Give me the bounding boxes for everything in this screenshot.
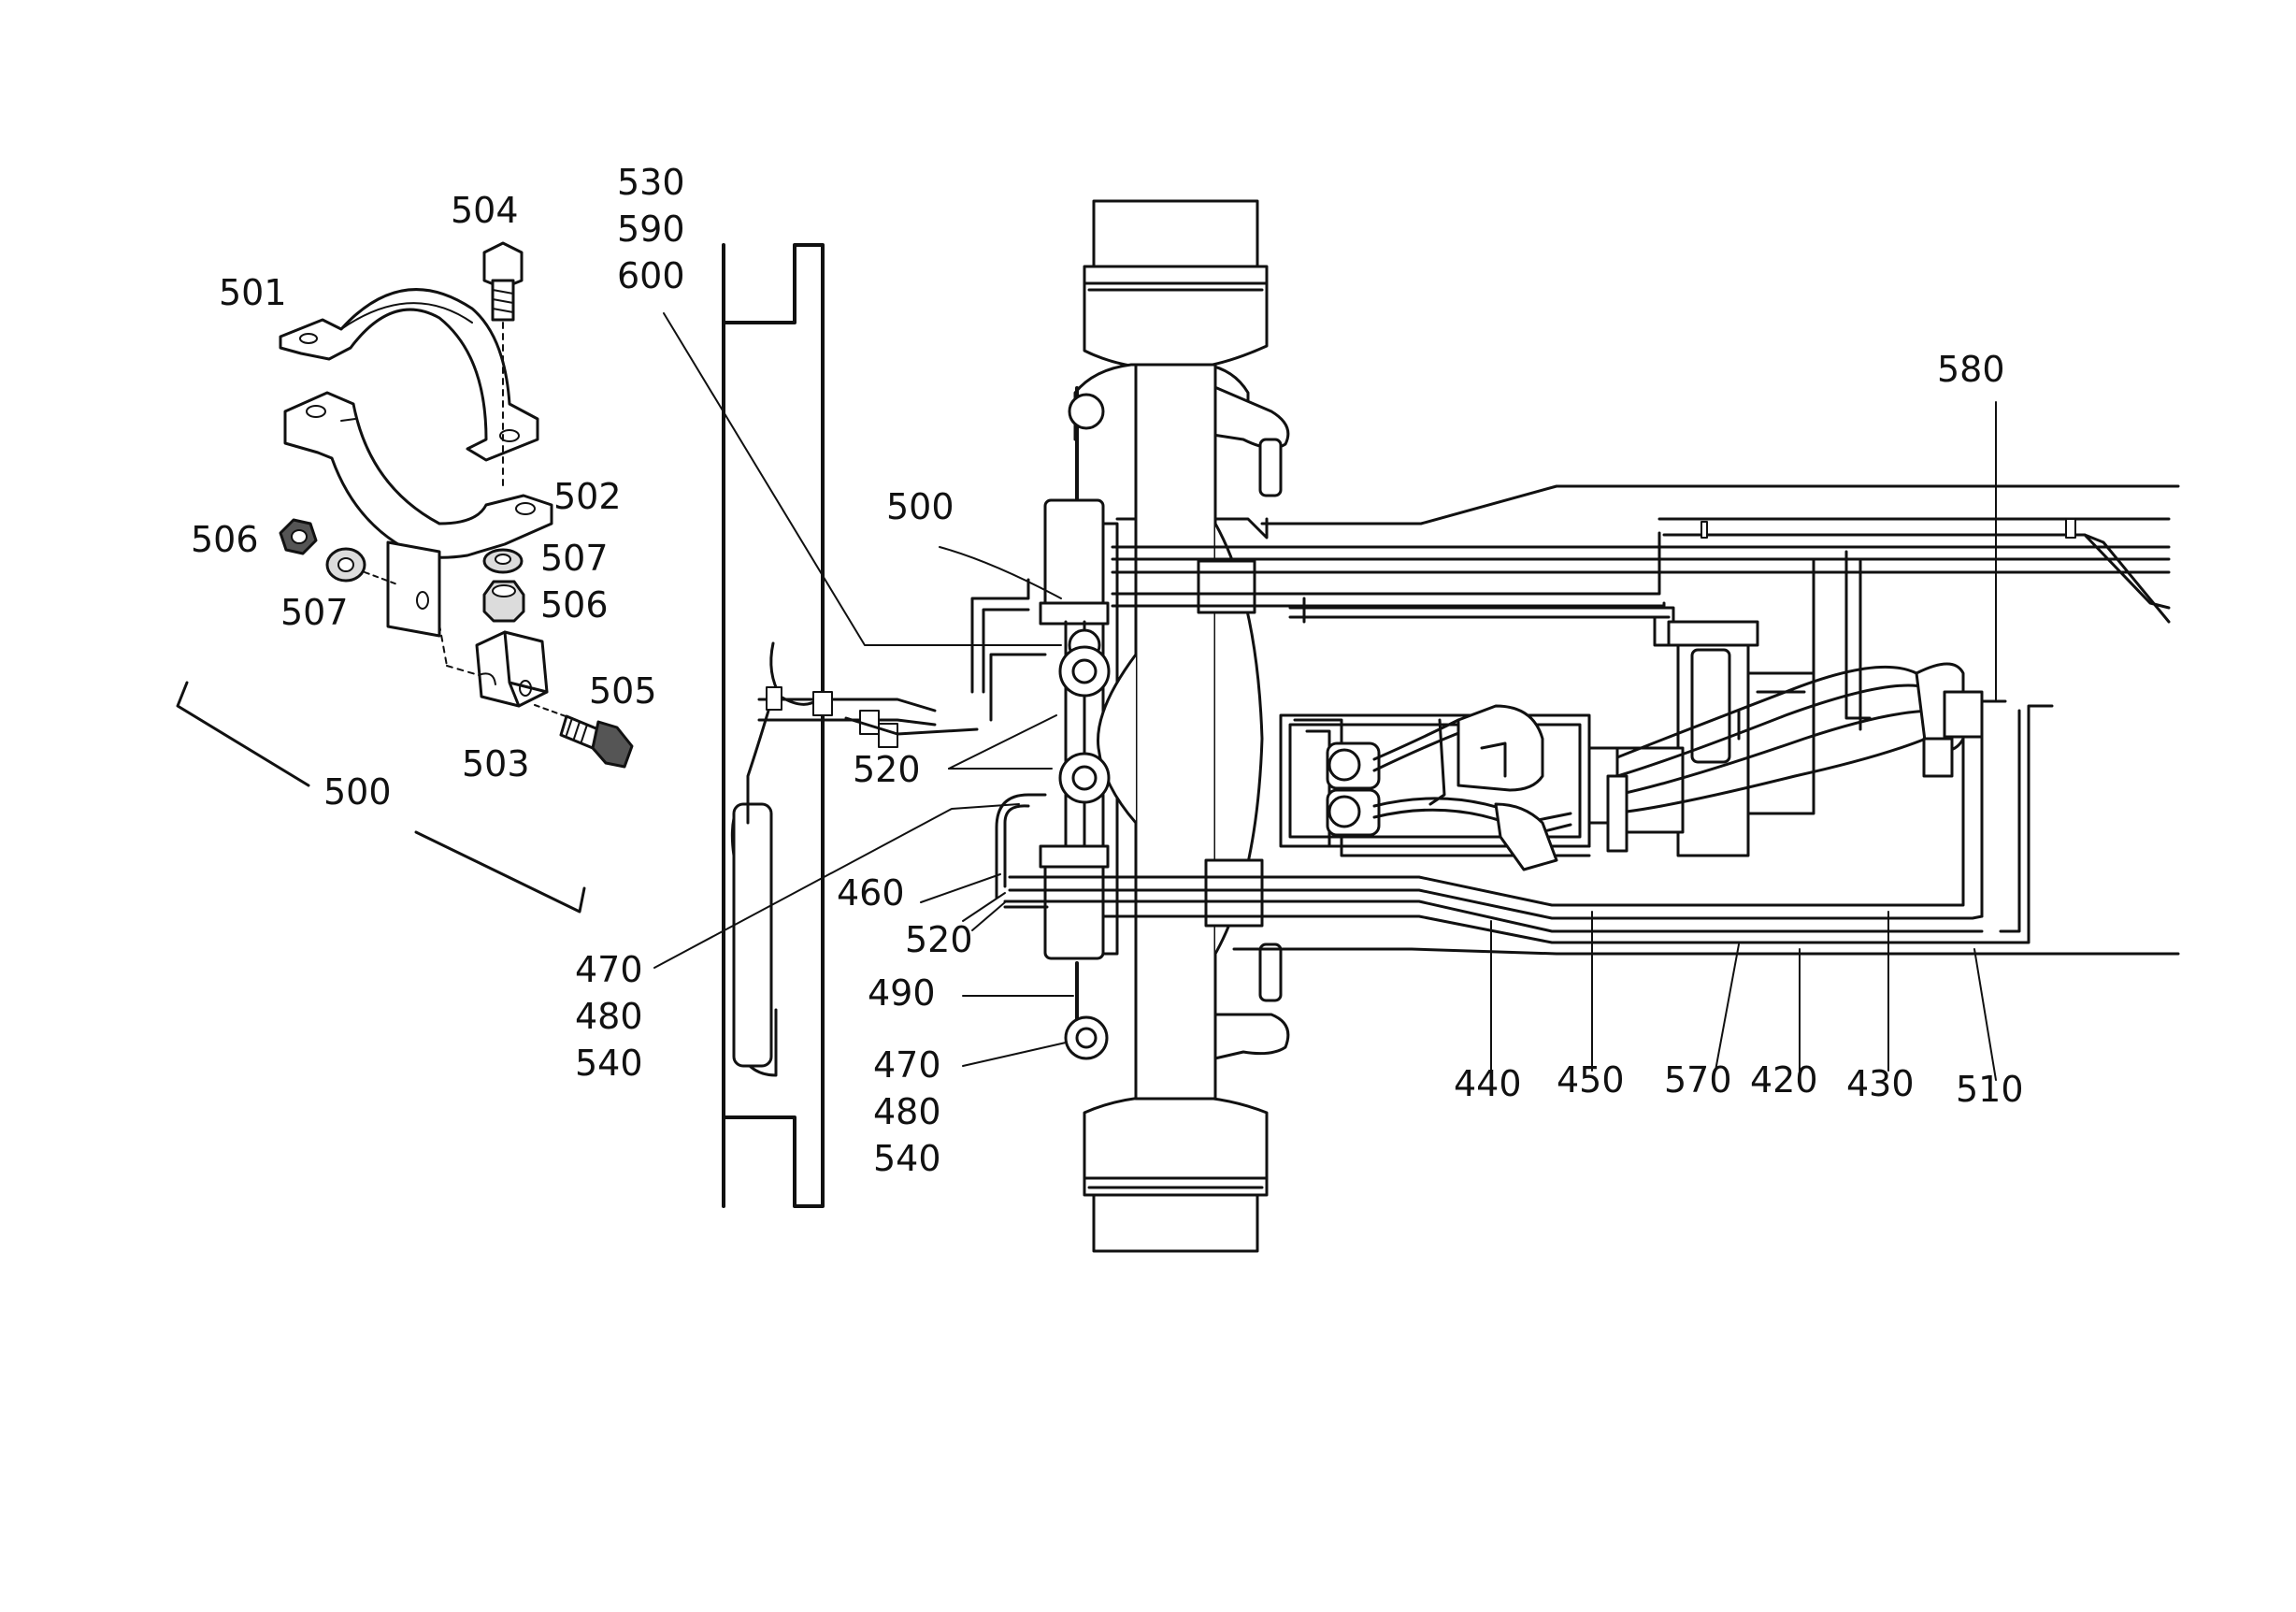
callout-420: 420 [1750,1059,1818,1101]
assembly-bracket-500-right [414,830,586,914]
callout-500-main: 500 [886,486,954,527]
callout-520-lower: 520 [905,919,973,960]
clamp-upper-501 [279,288,539,462]
callout-580: 580 [1937,349,2005,390]
callout-450: 450 [1557,1059,1625,1101]
callout-540-right: 540 [873,1138,941,1179]
callout-507-left: 507 [280,592,349,633]
bolt-504 [482,241,524,487]
callout-506-left: 506 [191,519,259,560]
callout-520-upper: 520 [853,749,921,790]
callout-480-left: 480 [575,996,643,1037]
callout-leader-lines [653,312,1997,1081]
callout-500-inset: 500 [323,771,392,813]
bolt-505 [534,704,634,769]
callout-470-right: 470 [873,1044,941,1086]
callout-430: 430 [1846,1063,1915,1104]
callout-507-right: 507 [540,538,609,579]
assembly-bracket-500 [176,681,310,787]
clamp-assembly-inset [176,241,634,914]
callout-490: 490 [868,972,936,1014]
callout-590: 590 [617,209,685,250]
callout-506-right: 506 [540,584,609,626]
block-503 [438,624,549,708]
chassis-side-member [1232,484,2180,956]
callout-540-left: 540 [575,1043,643,1084]
chassis-frame-rail [722,243,825,1208]
clamp-lower-502 [283,391,553,638]
power-steering-pump [1326,704,1629,871]
nut-506-right [482,580,525,623]
callout-510: 510 [1956,1069,2024,1110]
callout-labels: 530 590 600 504 501 502 506 507 507 506 … [191,162,2024,1179]
upper-frame-line [1657,517,2171,582]
callout-480-right: 480 [873,1091,941,1132]
callout-504: 504 [451,190,519,231]
washer-507-left [325,547,398,585]
callout-470-left: 470 [575,949,643,990]
callout-501: 501 [219,272,287,313]
callout-505: 505 [589,670,657,712]
left-hose-assembly [730,641,979,1077]
callout-440: 440 [1454,1063,1522,1104]
steering-valve-assembly [1279,620,1984,857]
callout-502: 502 [553,476,622,517]
callout-503: 503 [462,743,530,784]
callout-570: 570 [1664,1059,1732,1101]
front-axle-assembly [1039,199,1290,1253]
nut-506-left [279,518,318,555]
callout-530: 530 [617,162,685,203]
callout-460: 460 [837,872,905,914]
washer-507-right [482,548,524,574]
callout-600: 600 [617,255,685,296]
